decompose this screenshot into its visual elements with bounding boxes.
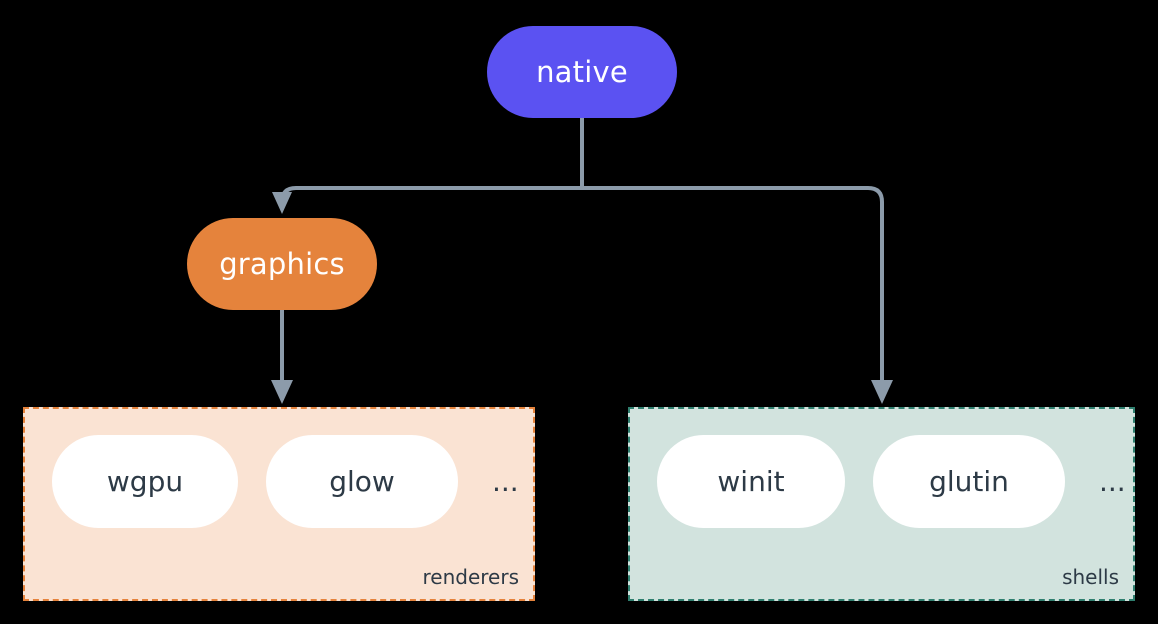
leaf-glow-label: glow bbox=[329, 464, 395, 498]
leaf-wgpu-label: wgpu bbox=[106, 464, 184, 498]
group-shells[interactable]: winit glutin ... shells bbox=[628, 407, 1135, 601]
arrowhead-to-renderers bbox=[271, 380, 293, 404]
leaf-wgpu[interactable]: wgpu bbox=[52, 435, 238, 528]
arrowhead-to-graphics bbox=[272, 192, 292, 214]
shells-overflow-ellipsis: ... bbox=[1099, 464, 1126, 498]
node-native[interactable]: native bbox=[487, 26, 677, 118]
leaf-winit-label: winit bbox=[717, 464, 785, 498]
leaf-glutin[interactable]: glutin bbox=[873, 435, 1065, 528]
leaf-glow[interactable]: glow bbox=[266, 435, 458, 528]
edge-native-to-shells bbox=[582, 186, 884, 382]
arrowhead-to-shells bbox=[871, 380, 893, 404]
group-renderers-caption: renderers bbox=[422, 565, 520, 589]
leaf-winit[interactable]: winit bbox=[657, 435, 845, 528]
group-shells-items: winit glutin ... bbox=[657, 435, 1126, 528]
node-graphics[interactable]: graphics bbox=[187, 218, 377, 310]
renderers-overflow-ellipsis: ... bbox=[492, 464, 519, 498]
node-native-label: native bbox=[536, 54, 628, 89]
edge-native-to-graphics bbox=[280, 186, 582, 204]
leaf-glutin-label: glutin bbox=[929, 464, 1009, 498]
group-shells-caption: shells bbox=[1062, 565, 1119, 589]
group-renderers[interactable]: wgpu glow ... renderers bbox=[23, 407, 535, 601]
node-graphics-label: graphics bbox=[219, 246, 345, 281]
group-renderers-items: wgpu glow ... bbox=[52, 435, 519, 528]
